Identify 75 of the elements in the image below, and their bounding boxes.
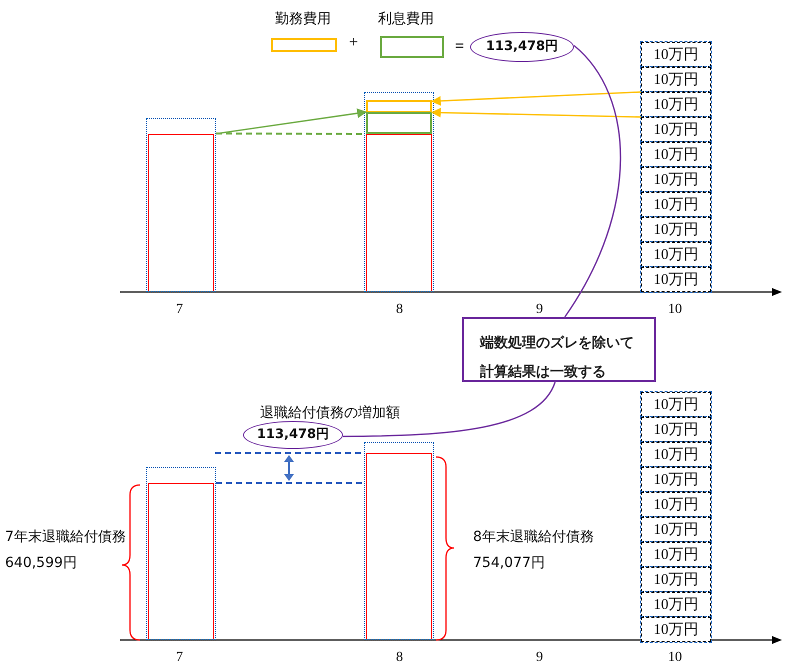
unit-text: 10万円 (654, 546, 698, 564)
unit-cell (641, 117, 711, 142)
unit-text: 10万円 (654, 570, 698, 588)
legend-swatch (380, 36, 444, 58)
unit-text: 10万円 (654, 70, 698, 88)
amount-text: 113,478円 (256, 427, 330, 443)
caption-text: 利息費用 (378, 10, 434, 28)
bar-segment (366, 112, 432, 134)
unit-cell (641, 417, 711, 442)
unit-text: 10万円 (654, 620, 698, 638)
axis-tick-label: 9 (536, 301, 543, 319)
note-text: 端数処理のズレを除いて計算結果は一致する (480, 334, 635, 382)
axis-tick-label: 7 (176, 301, 183, 319)
connector-curve (564, 45, 622, 318)
axis-tick-label: 10 (668, 649, 682, 667)
axis-tick-label: 9 (536, 649, 543, 667)
connector-curve (343, 382, 556, 438)
unit-cell (641, 217, 711, 242)
axis-tick-label: 7 (176, 649, 183, 667)
unit-text: 10万円 (654, 196, 698, 214)
unit-cell (641, 242, 711, 267)
unit-cell (641, 517, 711, 542)
caption-text: 勤務費用 (275, 10, 331, 28)
arrow (431, 91, 642, 106)
obligation-text: 7年末退職給付債務 (5, 528, 126, 546)
unit-cell (641, 492, 711, 517)
bar-drawing (364, 442, 434, 640)
unit-cell (641, 617, 711, 642)
dashed-line (216, 482, 364, 484)
unit-cell (641, 67, 711, 92)
bar-drawing (146, 467, 216, 640)
unit-text: 10万円 (654, 520, 698, 538)
bar-drawing (146, 118, 216, 292)
unit-text: 10万円 (654, 46, 698, 64)
note-box (462, 317, 656, 382)
operator-text: + (349, 33, 358, 52)
unit-cell (641, 267, 711, 292)
unit-cell (641, 592, 711, 617)
unit-text: 10万円 (654, 496, 698, 514)
unit-cell (641, 192, 711, 217)
unit-text: 10万円 (654, 396, 698, 414)
amount-text: 113,478円 (486, 39, 558, 55)
obligation-text: 640,599円 (5, 554, 77, 572)
caption-text: 退職給付債務の増加額 (260, 404, 400, 422)
dashed-line (215, 452, 364, 454)
unit-text: 10万円 (654, 146, 698, 164)
legend-swatch (271, 38, 337, 52)
unit-cell (641, 92, 711, 117)
operator-text: = (455, 37, 464, 56)
arrow (431, 108, 642, 118)
axis-tick-label: 10 (668, 301, 682, 319)
unit-cell (641, 442, 711, 467)
unit-cell (641, 467, 711, 492)
unit-text: 10万円 (654, 596, 698, 614)
bar-segment (366, 100, 432, 112)
axis-tick-label: 8 (396, 649, 403, 667)
unit-text: 10万円 (654, 170, 698, 188)
unit-text: 10万円 (654, 220, 698, 238)
unit-text: 10万円 (654, 470, 698, 488)
unit-cell (641, 167, 711, 192)
unit-cell (641, 542, 711, 567)
unit-text: 10万円 (654, 420, 698, 438)
unit-text: 10万円 (654, 446, 698, 464)
unit-text: 10万円 (654, 246, 698, 264)
unit-cell (641, 42, 711, 67)
unit-cell (641, 392, 711, 417)
obligation-text: 8年末退職給付債務 (473, 528, 594, 546)
unit-cell (641, 567, 711, 592)
axis-tick-label: 8 (396, 301, 403, 319)
bar-drawing (364, 92, 434, 292)
unit-text: 10万円 (654, 120, 698, 138)
unit-text: 10万円 (654, 270, 698, 288)
unit-cell (641, 142, 711, 167)
unit-text: 10万円 (654, 96, 698, 114)
obligation-text: 754,077円 (473, 554, 545, 572)
